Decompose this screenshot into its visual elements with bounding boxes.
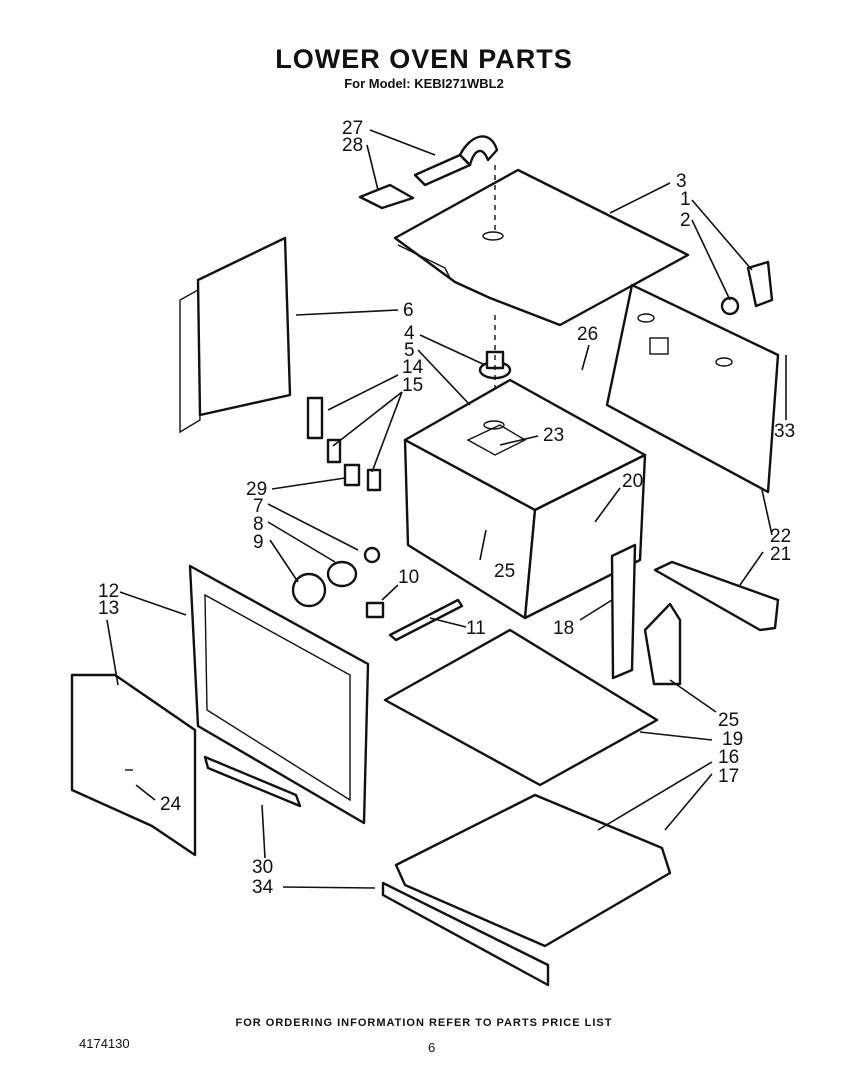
callout-25: 25 [718,710,739,731]
ordering-note: FOR ORDERING INFORMATION REFER TO PARTS … [235,1017,613,1029]
top-panel [393,168,690,327]
support-rail [653,560,780,632]
callout-10: 10 [398,567,419,588]
callout-15: 15 [402,375,423,396]
switch-15b [366,468,382,492]
callout-17: 17 [718,766,739,787]
callout-19: 19 [722,729,743,750]
back-panel [605,283,780,494]
callout-18: 18 [553,618,574,639]
vent-duct [413,153,472,187]
door-gasket [70,673,197,857]
switch-30 [343,463,361,487]
left-side-panel [196,236,292,417]
duct-cover [358,183,415,210]
callout-9: 9 [253,532,264,553]
callout-34: 34 [252,877,274,898]
callout-6: 6 [403,300,414,321]
bottom-panel [383,628,659,787]
callout-3: 3 [676,171,687,192]
callout-4: 4 [404,323,415,344]
callout-16: 16 [718,747,739,768]
callout-22: 22 [770,526,791,547]
callout-30: 29 [246,479,267,500]
side-bracket [610,543,637,680]
callout-33: 33 [774,421,795,442]
hinge [643,602,682,686]
callout-21: 21 [770,544,791,565]
leader-lines [106,129,787,889]
callout-labels: 27 28 3 1 2 6 4 5 26 14 15 33 23 20 29 7… [98,118,795,898]
callout-27: 26 [577,324,598,345]
callout-5: 5 [404,340,415,361]
door-frame [188,564,370,825]
switch-bracket [306,396,324,440]
callout-8: 8 [253,514,264,535]
callout-32: 30 [252,857,273,878]
lamp-lens [326,560,358,588]
callout-2: 2 [680,210,691,231]
channel [388,598,464,642]
callout-11: 11 [466,618,486,639]
callout-26: 25 [494,561,515,582]
document-number: 4174130 [79,1036,130,1051]
lower-panel [394,793,672,948]
callout-14: 14 [402,357,424,378]
model-subtitle: For Model: KEBI271WBL2 [344,76,504,91]
page-title: LOWER OVEN PARTS [275,44,573,74]
mount-bracket [746,260,774,308]
callout-1: 1 [680,189,691,210]
lamp-socket [363,546,381,564]
callout-24: 24 [160,794,182,815]
vent-strip [381,881,550,987]
callout-13: 13 [98,598,119,619]
callout-23: 23 [543,425,564,446]
callout-29: 28 [342,135,363,156]
page-number: 6 [428,1040,436,1055]
switch-15 [326,438,342,464]
callout-12: 12 [98,581,119,602]
knob [720,296,740,316]
callout-7: 7 [253,496,264,517]
switch [365,601,385,619]
hinge-rail [203,755,302,808]
callout-20: 20 [622,471,643,492]
callout-28: 27 [342,118,363,139]
duct-elbow [458,135,499,167]
lamp-ring [291,572,327,608]
